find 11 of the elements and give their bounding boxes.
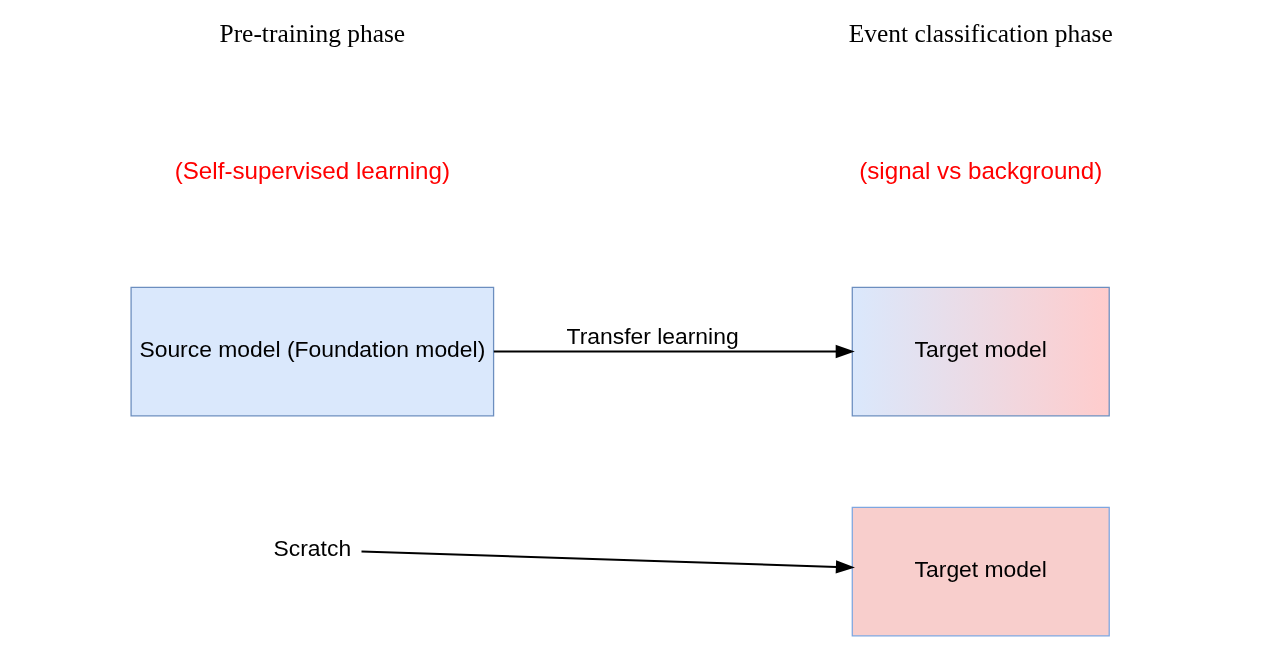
label: Pre-training phase	[219, 19, 406, 49]
label: (signal vs background)	[859, 157, 1103, 185]
edge-label: Transfer learning	[566, 323, 739, 350]
label: Event classification phase	[848, 19, 1113, 49]
node-box: Source model (Foundation model)	[130, 286, 495, 417]
node-box: Target model	[851, 286, 1110, 417]
node-text: Scratch	[273, 534, 352, 561]
arrow	[492, 344, 855, 359]
arrow	[360, 550, 855, 574]
node-box: Target model	[851, 506, 1110, 637]
label: (Self-supervised learning)	[174, 157, 450, 185]
